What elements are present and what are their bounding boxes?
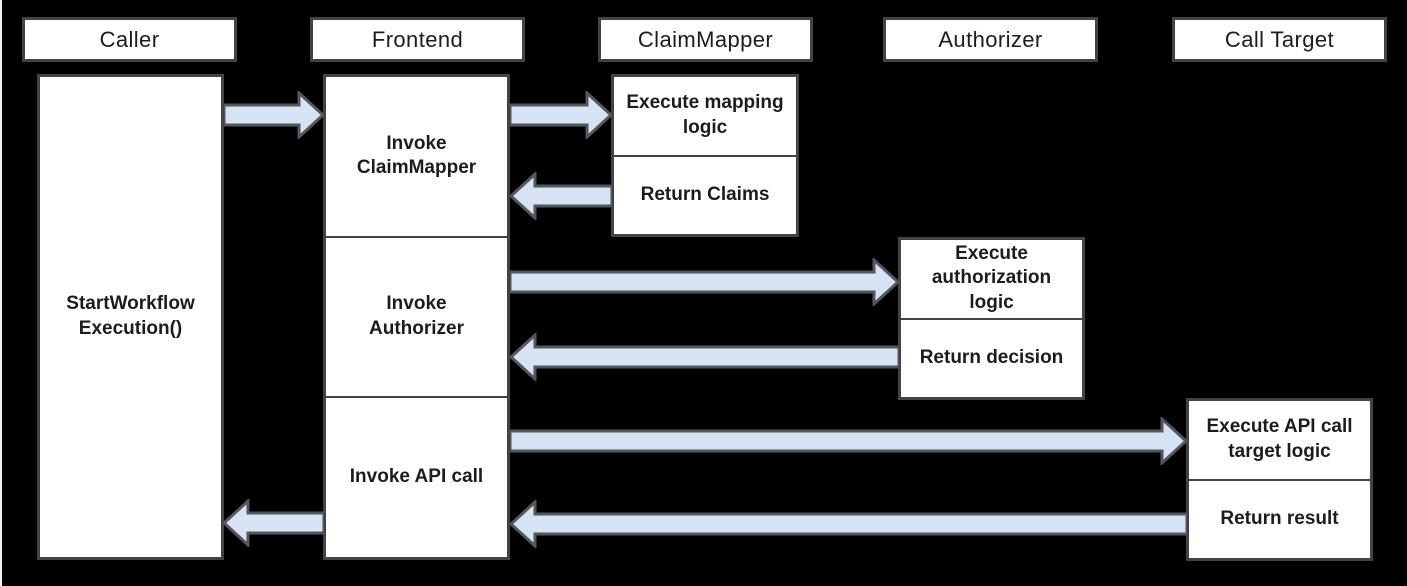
arrow-claimmapper-to-frontend bbox=[510, 172, 612, 220]
lifeline-label: Frontend bbox=[371, 26, 464, 52]
step-label: Invoke ClaimMapper bbox=[356, 132, 477, 179]
step-label: StartWorkflow Execution() bbox=[66, 293, 195, 339]
activation-claimmapper-step-return: Return Claims bbox=[614, 154, 796, 235]
activation-claimmapper: Execute mapping logic Return Claims bbox=[611, 74, 799, 237]
arrow-authorizer-to-frontend bbox=[510, 333, 899, 381]
arrow-calltarget-to-frontend bbox=[510, 500, 1187, 548]
step-label: Invoke API call bbox=[349, 466, 484, 488]
step-label: Execute authorization logic bbox=[931, 242, 1052, 314]
activation-calltarget-step-return: Return result bbox=[1189, 478, 1370, 559]
activation-claimmapper-step-execute: Execute mapping logic bbox=[614, 77, 796, 155]
arrow-frontend-to-calltarget bbox=[510, 417, 1187, 465]
lifeline-header-authorizer: Authorizer bbox=[883, 17, 1098, 62]
arrow-caller-to-frontend bbox=[224, 91, 324, 139]
activation-frontend-step-invoke-api-call: Invoke API call bbox=[326, 396, 507, 557]
step-label: Return Claims bbox=[640, 183, 770, 205]
activation-calltarget-step-execute: Execute API call target logic bbox=[1189, 401, 1370, 479]
lifeline-label: Caller bbox=[99, 26, 160, 52]
lifeline-header-frontend: Frontend bbox=[310, 17, 525, 62]
step-label: Return decision bbox=[919, 346, 1064, 368]
activation-authorizer-step-execute: Execute authorization logic bbox=[901, 240, 1082, 318]
lifeline-header-caller: Caller bbox=[22, 17, 237, 62]
activation-frontend-step-invoke-authorizer: Invoke Authorizer bbox=[326, 235, 507, 397]
step-label: Execute mapping logic bbox=[626, 92, 784, 138]
activation-frontend: Invoke ClaimMapper Invoke Authorizer Inv… bbox=[323, 74, 510, 560]
activation-caller-step: StartWorkflow Execution() bbox=[40, 77, 221, 557]
lifeline-header-claimmapper: ClaimMapper bbox=[598, 17, 813, 62]
screen-left-edge-line bbox=[0, 0, 2, 586]
step-label: Execute API call target logic bbox=[1206, 416, 1353, 462]
activation-calltarget: Execute API call target logic Return res… bbox=[1186, 398, 1373, 561]
activation-frontend-step-invoke-claimmapper: Invoke ClaimMapper bbox=[326, 77, 507, 236]
step-label: Return result bbox=[1220, 507, 1339, 529]
arrow-frontend-to-claimmapper bbox=[510, 91, 612, 139]
activation-caller: StartWorkflow Execution() bbox=[37, 74, 224, 560]
step-label: Invoke Authorizer bbox=[369, 293, 464, 339]
activation-authorizer-step-return: Return decision bbox=[901, 317, 1082, 398]
lifeline-label: ClaimMapper bbox=[637, 26, 774, 52]
activation-authorizer: Execute authorization logic Return decis… bbox=[898, 237, 1085, 400]
arrow-frontend-to-authorizer bbox=[510, 258, 899, 306]
lifeline-header-calltarget: Call Target bbox=[1172, 17, 1387, 62]
arrow-frontend-to-caller bbox=[223, 499, 324, 547]
lifeline-label: Authorizer bbox=[938, 26, 1043, 52]
lifeline-label: Call Target bbox=[1224, 26, 1335, 52]
